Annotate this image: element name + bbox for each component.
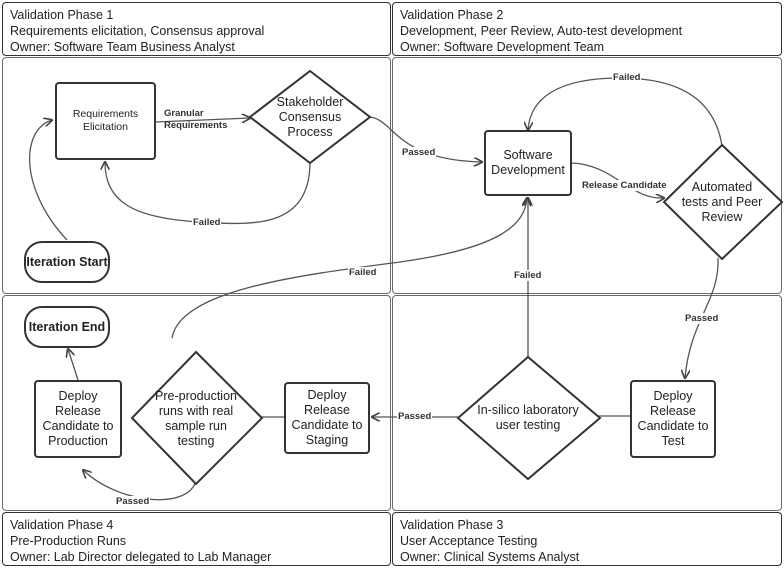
edge-granular-requirements <box>155 118 250 122</box>
passed-label-to-production: Passed <box>115 496 151 507</box>
deploy-prod-line-1: Deploy <box>58 389 98 403</box>
software-dev-line-1: Software <box>503 148 553 162</box>
preprod-line-3: sample run <box>165 419 227 433</box>
edge-automated-passed <box>685 257 719 378</box>
stakeholder-line-3: Process <box>287 124 333 139</box>
deploy-staging-line-2: Release <box>304 403 350 417</box>
granular-line-1: Granular <box>164 108 204 119</box>
phase-2-description: Development, Peer Review, Auto-test deve… <box>400 24 683 38</box>
granular-requirements-label: Granular Requirements <box>163 108 228 132</box>
automated-line-3: Review <box>701 209 743 224</box>
deploy-test-line-4: Test <box>661 434 685 448</box>
edge-stakeholder-failed <box>105 162 311 225</box>
failed-label-insilico: Failed <box>513 270 543 281</box>
deploy-prod-line-2: Release <box>55 404 101 418</box>
phase-1-description: Requirements elicitation, Consensus appr… <box>10 24 265 38</box>
insilico-line-1: In-silico laboratory <box>477 403 579 417</box>
stakeholder-line-1: Stakeholder <box>276 94 344 109</box>
phase-4-header: Validation Phase 4 Pre-Production Runs O… <box>2 512 391 566</box>
requirements-line-1: Requirements <box>72 108 139 120</box>
automated-line-2: tests and Peer <box>681 194 763 209</box>
phase-1-title: Validation Phase 1 <box>10 8 114 22</box>
passed-label-to-dev: Passed <box>401 147 437 158</box>
phase-4-title: Validation Phase 4 <box>10 518 114 532</box>
phase-3-owner: Owner: Clinical Systems Analyst <box>400 550 580 564</box>
edge-prod-to-end <box>68 349 79 381</box>
passed-label-to-test: Passed <box>684 313 720 324</box>
edge-stakeholder-passed <box>369 116 482 162</box>
automated-diamond <box>662 143 784 261</box>
phase-1-header: Validation Phase 1 Requirements elicitat… <box>2 2 391 56</box>
edge-preprod-failed <box>171 198 527 339</box>
deploy-staging-line-3: Candidate to <box>291 418 363 432</box>
phase-3-title: Validation Phase 3 <box>400 518 504 532</box>
deploy-test-line-2: Release <box>650 404 696 418</box>
deploy-prod-line-3: Candidate to <box>42 419 114 433</box>
deploy-test-line-1: Deploy <box>653 389 693 403</box>
release-candidate-label: Release Candidate <box>581 180 668 191</box>
edge-start-to-requirements <box>28 120 68 241</box>
deploy-staging-line-1: Deploy <box>307 388 347 402</box>
phase-3-description: User Acceptance Testing <box>400 534 538 548</box>
passed-label-to-staging: Passed <box>397 411 433 422</box>
insilico-diamond <box>456 355 602 481</box>
phase-4-owner: Owner: Lab Director delegated to Lab Man… <box>10 550 272 564</box>
granular-line-2: Requirements <box>164 120 228 131</box>
stakeholder-diamond <box>248 69 372 165</box>
phase-2-owner: Owner: Software Development Team <box>400 40 605 54</box>
phase-3-region <box>392 295 782 511</box>
stakeholder-line-2: Consensus <box>278 109 342 124</box>
iteration-end-node: Iteration End <box>24 306 110 348</box>
deploy-prod-line-4: Production <box>48 434 108 448</box>
phase-1-owner: Owner: Software Team Business Analyst <box>10 40 235 54</box>
failed-label-phase1: Failed <box>192 217 222 228</box>
requirements-line-2: Elicitation <box>83 121 128 133</box>
preprod-line-1: Pre-production <box>155 389 237 403</box>
insilico-line-2: user testing <box>495 418 561 432</box>
phase-1-region <box>2 57 391 294</box>
preprod-line-4: testing <box>177 434 215 448</box>
failed-label-automated: Failed <box>612 72 642 83</box>
phase-2-header: Validation Phase 2 Development, Peer Rev… <box>392 2 782 56</box>
automated-line-1: Automated <box>691 179 753 194</box>
iteration-start-node: Iteration Start <box>24 241 110 283</box>
phase-2-region <box>392 57 782 294</box>
phase-2-title: Validation Phase 2 <box>400 8 504 22</box>
deploy-test-line-3: Candidate to <box>637 419 709 433</box>
deploy-staging-line-4: Staging <box>305 433 349 447</box>
failed-label-preprod: Failed <box>348 267 378 278</box>
phase-3-header: Validation Phase 3 User Acceptance Testi… <box>392 512 782 566</box>
phase-4-region <box>2 295 391 511</box>
software-dev-line-2: Development <box>491 163 565 177</box>
edge-preprod-passed <box>83 470 197 501</box>
preprod-line-2: runs with real <box>158 404 234 418</box>
phase-4-description: Pre-Production Runs <box>10 534 127 548</box>
preprod-diamond <box>130 350 264 486</box>
